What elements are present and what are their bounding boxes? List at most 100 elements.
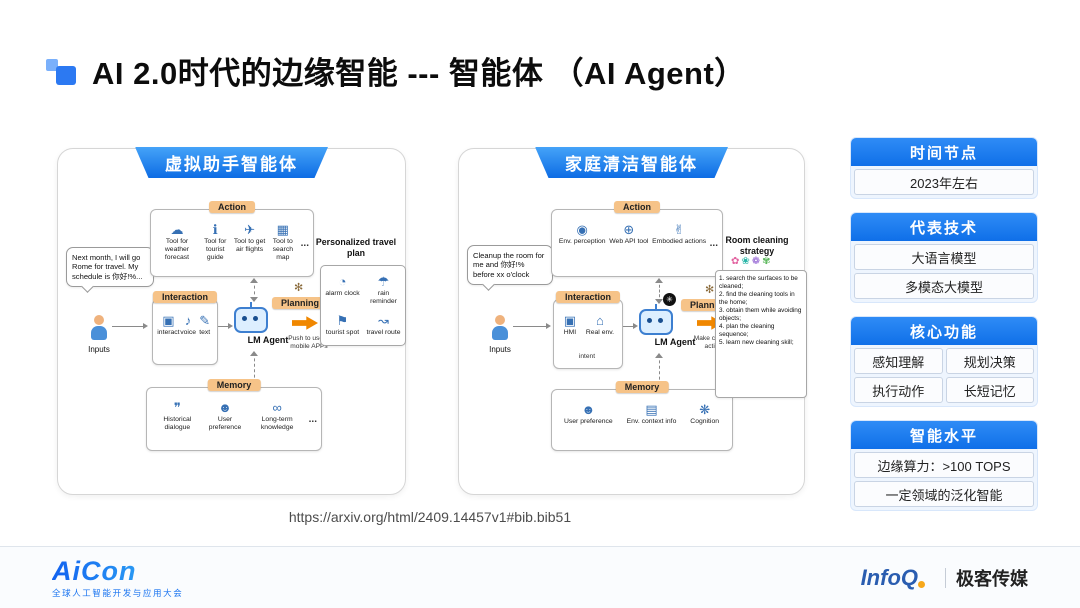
strategy-swirl-icons: ✿❀❁✾ — [731, 257, 771, 267]
sidebar-row: 一定领域的泛化智能 — [854, 481, 1034, 507]
sidebar-section: 智能水平边缘算力：>100 TOPS 一定领域的泛化智能 — [850, 420, 1038, 511]
interaction-items: ▣interact♪voice✎text — [153, 300, 217, 364]
footer-divider — [945, 567, 946, 588]
infoq-logo: InfoQ 极客传媒 — [861, 565, 1028, 591]
user-icon — [491, 315, 509, 341]
arrow-interaction-to-agent — [623, 322, 638, 329]
item-label: Historical dialogue — [163, 416, 192, 431]
user-icon — [90, 315, 108, 341]
banner-home-cleaning: 家庭清洁智能体 — [535, 147, 728, 178]
voice-item: ♪voice — [180, 313, 197, 337]
item-label: Env. perception — [558, 238, 606, 246]
swirl-icon: ❁ — [751, 256, 761, 267]
user-preference-item: ☻User preference — [563, 402, 613, 426]
lm-agent-robot-icon — [234, 307, 268, 333]
travel-plan-grid: ◔alarm clock☂rain reminder⚑tourist spot↝… — [320, 265, 406, 347]
arrow-agent-to-plan — [292, 316, 318, 330]
ellipsis-label: ... — [308, 414, 317, 426]
arrow-inputs-to-interaction — [112, 322, 148, 329]
rain-reminder-item: ☂rain reminder — [365, 274, 402, 306]
sidebar-section: 代表技术大语言模型多模态大模型 — [850, 212, 1038, 303]
sidebar-header: 智能水平 — [851, 421, 1037, 449]
sidebar-row: 大语言模型 — [854, 244, 1034, 270]
swirl-icon: ✾ — [762, 256, 771, 267]
sidebar-item: 边缘算力：>100 TOPS — [854, 452, 1034, 478]
long-term-knowledge-item: ∞Long-term knowledge — [247, 400, 307, 432]
arrow-action-agent — [250, 278, 259, 302]
item-label: Tool to search map — [272, 238, 293, 261]
env-perception-icon: ◉ — [576, 222, 588, 237]
swirl-icon: ❀ — [741, 256, 750, 267]
item-label: Tool for tourist guide — [204, 238, 227, 261]
action-items: ◉Env. perception⊕Web API tool✌Embodied a… — [552, 210, 722, 276]
action-box: Action ◉Env. perception⊕Web API tool✌Emb… — [551, 201, 723, 277]
voice-icon: ♪ — [184, 313, 192, 328]
user-request-bubble: Next month, I will go Rome for travel. M… — [66, 247, 154, 288]
sidebar-row: 2023年左右 — [854, 169, 1034, 195]
sidebar-body: 边缘算力：>100 TOPS 一定领域的泛化智能 — [851, 449, 1037, 510]
item-label: alarm clock — [325, 290, 360, 298]
item-label: HMI — [563, 329, 577, 337]
embodied-actions-item: ✌Embodied actions — [652, 222, 706, 246]
tool-to-get-air-flights-icon: ✈ — [244, 222, 256, 237]
strategy-step: 1. search the surfaces to be cleaned; — [719, 275, 798, 290]
travel-route-icon: ↝ — [378, 312, 389, 328]
sidebar-row: 多模态大模型 — [854, 273, 1034, 299]
lm-agent-label: LM Agent — [654, 337, 696, 347]
inputs-label: Inputs — [88, 345, 110, 354]
sidebar-item: 大语言模型 — [854, 244, 1034, 270]
hmi-icon: ▣ — [563, 313, 577, 328]
sidebar-body: 2023年左右 — [851, 166, 1037, 198]
user-preference-item: ☻User preference — [203, 400, 248, 432]
item-label: User preference — [208, 416, 242, 431]
cleaning-robot-icon — [639, 309, 673, 335]
sidebar-item: 长短记忆 — [945, 377, 1034, 403]
user-request-bubble: Cleanup the room for me and 你好!% before … — [467, 245, 553, 286]
item-label: Tool for weather forecast — [164, 238, 190, 261]
web-api-tool-icon: ⊕ — [623, 222, 635, 237]
sidebar-item: 多模态大模型 — [854, 273, 1034, 299]
source-link[interactable]: https://arxiv.org/html/2409.14457v1#bib.… — [288, 509, 572, 525]
tourist-spot-item: ⚑tourist spot — [324, 313, 361, 337]
historical-dialogue-icon: ❞ — [173, 400, 181, 415]
memory-items: ☻User preference▤Env. context info❋Cogni… — [552, 390, 732, 450]
hmi-item: ▣HMI — [562, 313, 578, 337]
panel-home-cleaning: 家庭清洁智能体 Cleanup the room for me and 你好!%… — [458, 147, 807, 495]
panel-virtual-assistant: 虚拟助手智能体 Next month, I will go Rome for t… — [57, 147, 406, 495]
historical-dialogue-item: ❞Historical dialogue — [152, 400, 203, 432]
tool-to-search-map-item: ▦Tool to search map — [267, 222, 299, 261]
real-env-item: ⌂Real env. — [586, 313, 614, 337]
banner-label: 家庭清洁智能体 — [565, 155, 698, 174]
strategy-steps-box: 1. search the surfaces to be cleaned;2. … — [715, 270, 807, 398]
ellipsis-label: ... — [300, 237, 309, 249]
interaction-chip: Interaction — [152, 291, 218, 303]
interact-icon: ▣ — [162, 313, 175, 328]
interaction-chip: Interaction — [555, 291, 621, 303]
sidebar-row: 执行动作长短记忆 — [854, 377, 1034, 403]
lm-agent-label: LM Agent — [247, 335, 289, 345]
interaction-box: Interaction ▣interact♪voice✎text — [152, 291, 218, 365]
sidebar-item: 感知理解 — [854, 348, 943, 374]
travel-route-item: ↝travel route — [365, 312, 402, 337]
sidebar-header: 核心功能 — [851, 317, 1037, 345]
swirl-icon: ✿ — [731, 256, 740, 267]
arrow-interaction-to-agent — [218, 322, 233, 329]
item-label: Cognition — [690, 418, 719, 426]
user-preference-icon: ☻ — [218, 400, 232, 415]
tool-for-weather-forecast-item: ☁Tool for weather forecast — [156, 222, 198, 261]
web-api-tool-item: ⊕Web API tool — [609, 222, 648, 246]
sidebar-item: 执行动作 — [854, 377, 943, 403]
tool-for-weather-forecast-icon: ☁ — [170, 222, 184, 237]
planning-chip: Planning — [272, 297, 328, 309]
cognition-icon: ❋ — [699, 402, 711, 417]
sidebar-item: 2023年左右 — [854, 169, 1034, 195]
strategy-step: 2. find the cleaning tools in the home; — [719, 290, 795, 306]
tool-to-get-air-flights-item: ✈Tool to get air flights — [233, 222, 267, 254]
banner-label: 虚拟助手智能体 — [165, 155, 298, 174]
intent-label: intent — [578, 353, 596, 360]
item-label: voice — [180, 329, 197, 337]
item-label: User preference — [563, 418, 613, 426]
